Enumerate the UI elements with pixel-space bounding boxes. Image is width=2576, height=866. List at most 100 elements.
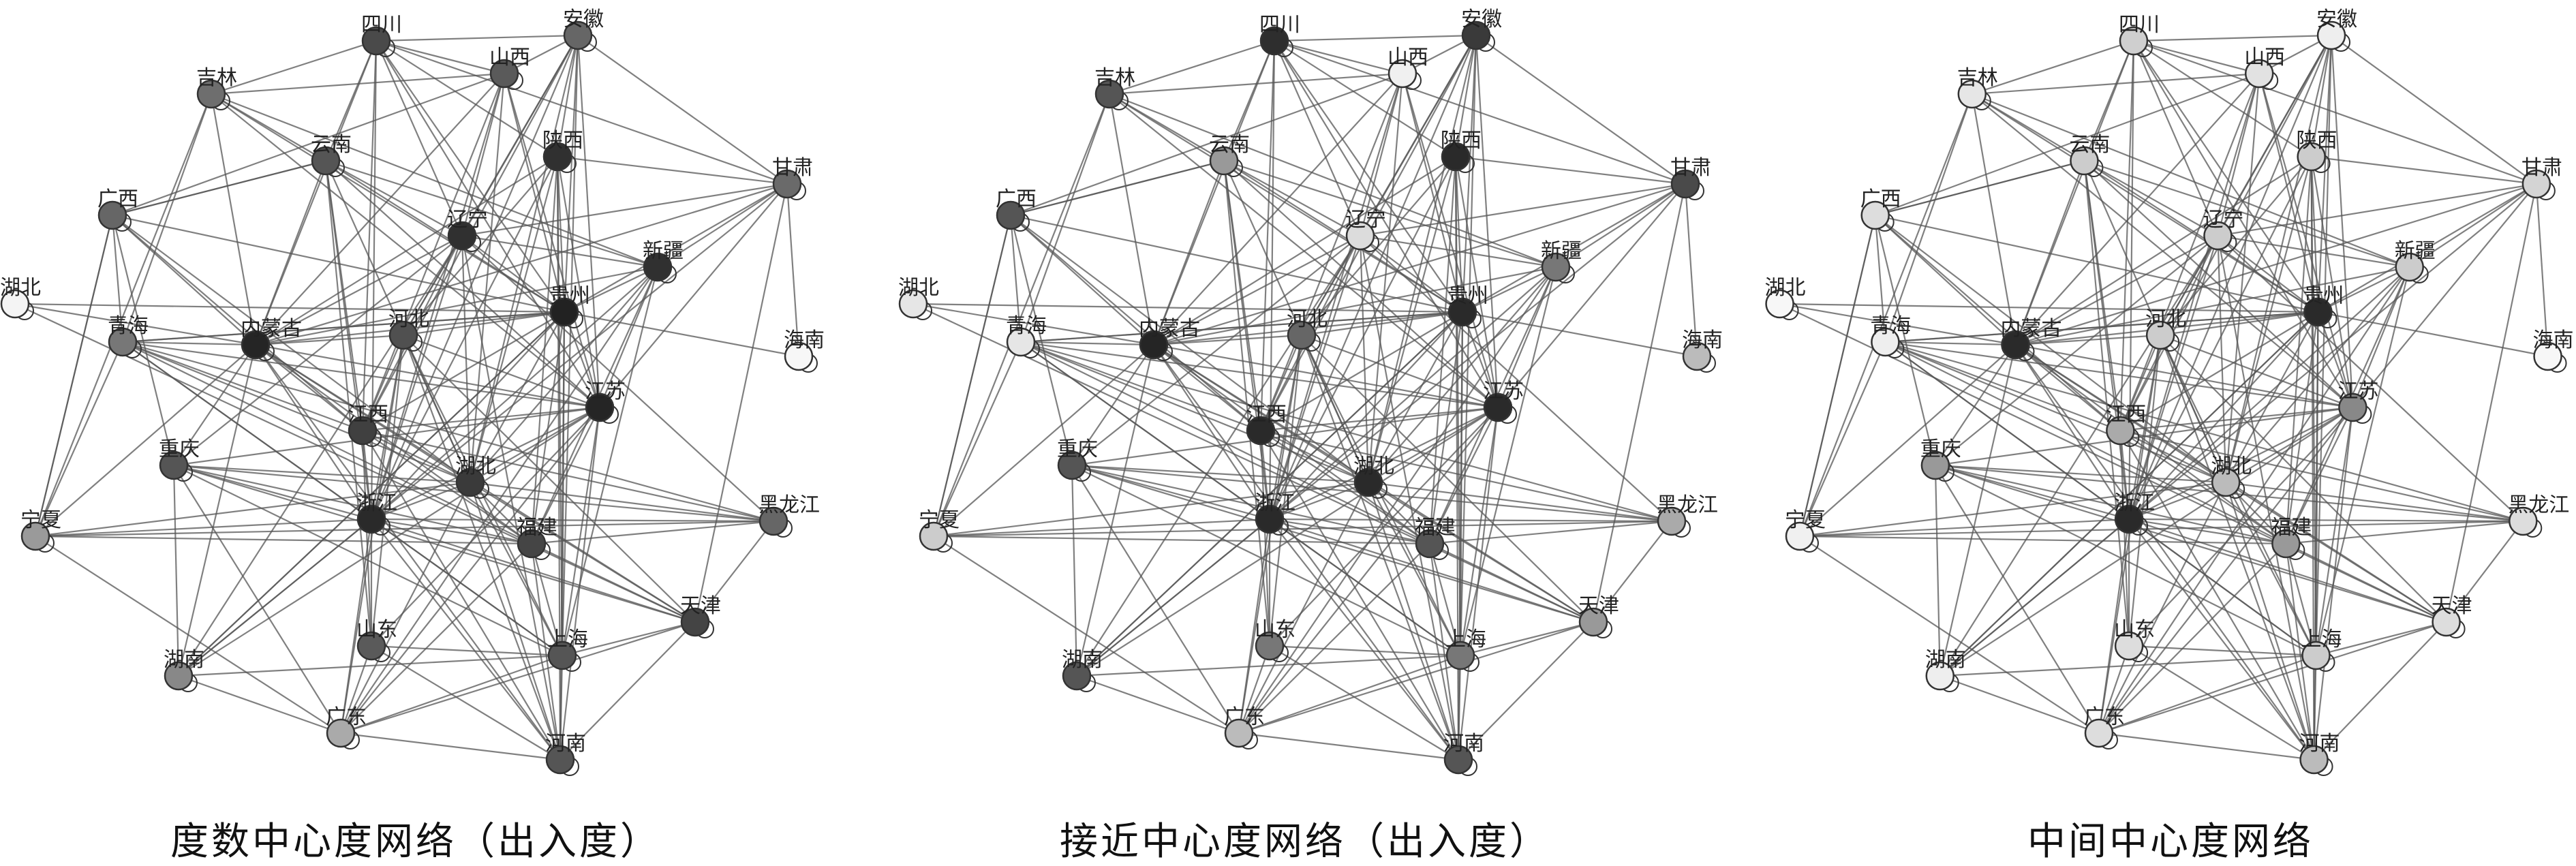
edge <box>461 235 562 760</box>
edge <box>375 40 788 185</box>
edge <box>556 35 579 157</box>
edge <box>1260 430 1430 544</box>
edge <box>1368 481 1672 523</box>
node-label: 湖北 <box>1765 276 1806 300</box>
edge <box>1071 465 1240 734</box>
node <box>455 467 485 497</box>
edge <box>173 465 341 734</box>
node <box>542 142 572 172</box>
edge <box>403 335 696 623</box>
edge <box>2330 35 2354 408</box>
node-label: 宁夏 <box>919 508 960 532</box>
edge <box>255 235 463 345</box>
edge <box>371 645 563 657</box>
caption-closeness-centrality: 接近中心度网络（出入度） <box>1060 820 1550 864</box>
edge <box>1223 160 1499 408</box>
node-label: 江西 <box>348 403 388 427</box>
node <box>361 26 391 56</box>
edge <box>371 311 565 520</box>
edge <box>1300 335 1370 483</box>
edge <box>255 334 404 346</box>
edge <box>375 40 565 313</box>
edge <box>1260 429 1672 523</box>
edge <box>557 155 788 185</box>
edge <box>1935 464 2447 623</box>
edge <box>2315 266 2410 656</box>
edge <box>2133 40 2260 75</box>
node-label: 云南 <box>311 133 352 157</box>
edge <box>1071 464 1270 521</box>
edge <box>362 430 532 544</box>
edge <box>1076 235 1361 677</box>
edge <box>211 72 505 95</box>
edge <box>1020 341 1499 409</box>
node <box>356 631 386 661</box>
edge <box>173 464 471 484</box>
node-label: 福建 <box>1415 516 1456 540</box>
edge <box>2535 183 2549 357</box>
edge <box>2352 266 2410 408</box>
edge <box>2160 311 2318 337</box>
node <box>1345 221 1375 251</box>
node <box>2432 607 2461 637</box>
edge <box>178 311 565 677</box>
node <box>2106 416 2135 446</box>
edge <box>1274 40 1499 408</box>
edge <box>932 215 1012 537</box>
node <box>1871 327 1900 357</box>
edge <box>1459 35 1477 656</box>
edge <box>1274 40 1456 157</box>
edge <box>470 482 563 656</box>
edge <box>1010 72 1403 217</box>
edge <box>1885 341 2016 346</box>
edge <box>461 73 506 236</box>
edge <box>933 518 1270 538</box>
edge-group <box>14 34 800 761</box>
edge <box>1971 93 2017 345</box>
edge <box>2128 645 2315 760</box>
node-label: 甘肃 <box>1670 156 1711 180</box>
edge <box>361 73 506 431</box>
edge <box>2015 334 2161 346</box>
edge <box>2133 34 2332 42</box>
node <box>2001 330 2030 360</box>
node-label: 海南 <box>2533 328 2574 352</box>
edge <box>2119 73 2260 431</box>
edge <box>1238 645 1271 734</box>
node-label: 安徽 <box>2316 7 2357 31</box>
caption-betweenness-centrality: 中间中心度网络 <box>2027 820 2314 864</box>
edge <box>1153 235 1361 345</box>
edge <box>325 160 600 408</box>
node <box>2114 504 2144 534</box>
edge <box>2014 235 2218 345</box>
edge <box>2132 40 2219 236</box>
node <box>1445 640 1475 670</box>
edge <box>1238 519 1271 734</box>
node <box>2203 221 2233 251</box>
edge <box>1939 675 2100 734</box>
edge <box>2015 183 2537 346</box>
node-label: 黑龙江 <box>2508 493 2569 517</box>
edge <box>1269 519 1461 656</box>
node-label: 江苏 <box>2337 380 2378 403</box>
edge <box>2014 156 2312 345</box>
network-panel-1: 四川安徽吉林山西云南陕西甘肃广西辽宁新疆湖北贵州青海内蒙古河北海南江苏江西重庆湖… <box>0 7 825 776</box>
edge <box>563 311 601 408</box>
edge <box>1934 344 2017 466</box>
edge <box>255 266 658 346</box>
node-label: 广西 <box>996 187 1037 211</box>
edge <box>1153 183 1686 346</box>
node <box>2084 718 2114 748</box>
edge <box>1269 311 1463 520</box>
edge <box>933 344 1154 537</box>
edge <box>461 235 774 522</box>
edge <box>173 464 532 545</box>
node <box>643 252 673 282</box>
node-label: 青海 <box>1006 314 1047 338</box>
edge <box>1939 344 2017 677</box>
edge <box>1153 156 1456 345</box>
node-label: 广东 <box>2084 705 2125 729</box>
edge <box>1360 183 1686 237</box>
node <box>1255 504 1285 534</box>
edge <box>34 341 124 537</box>
